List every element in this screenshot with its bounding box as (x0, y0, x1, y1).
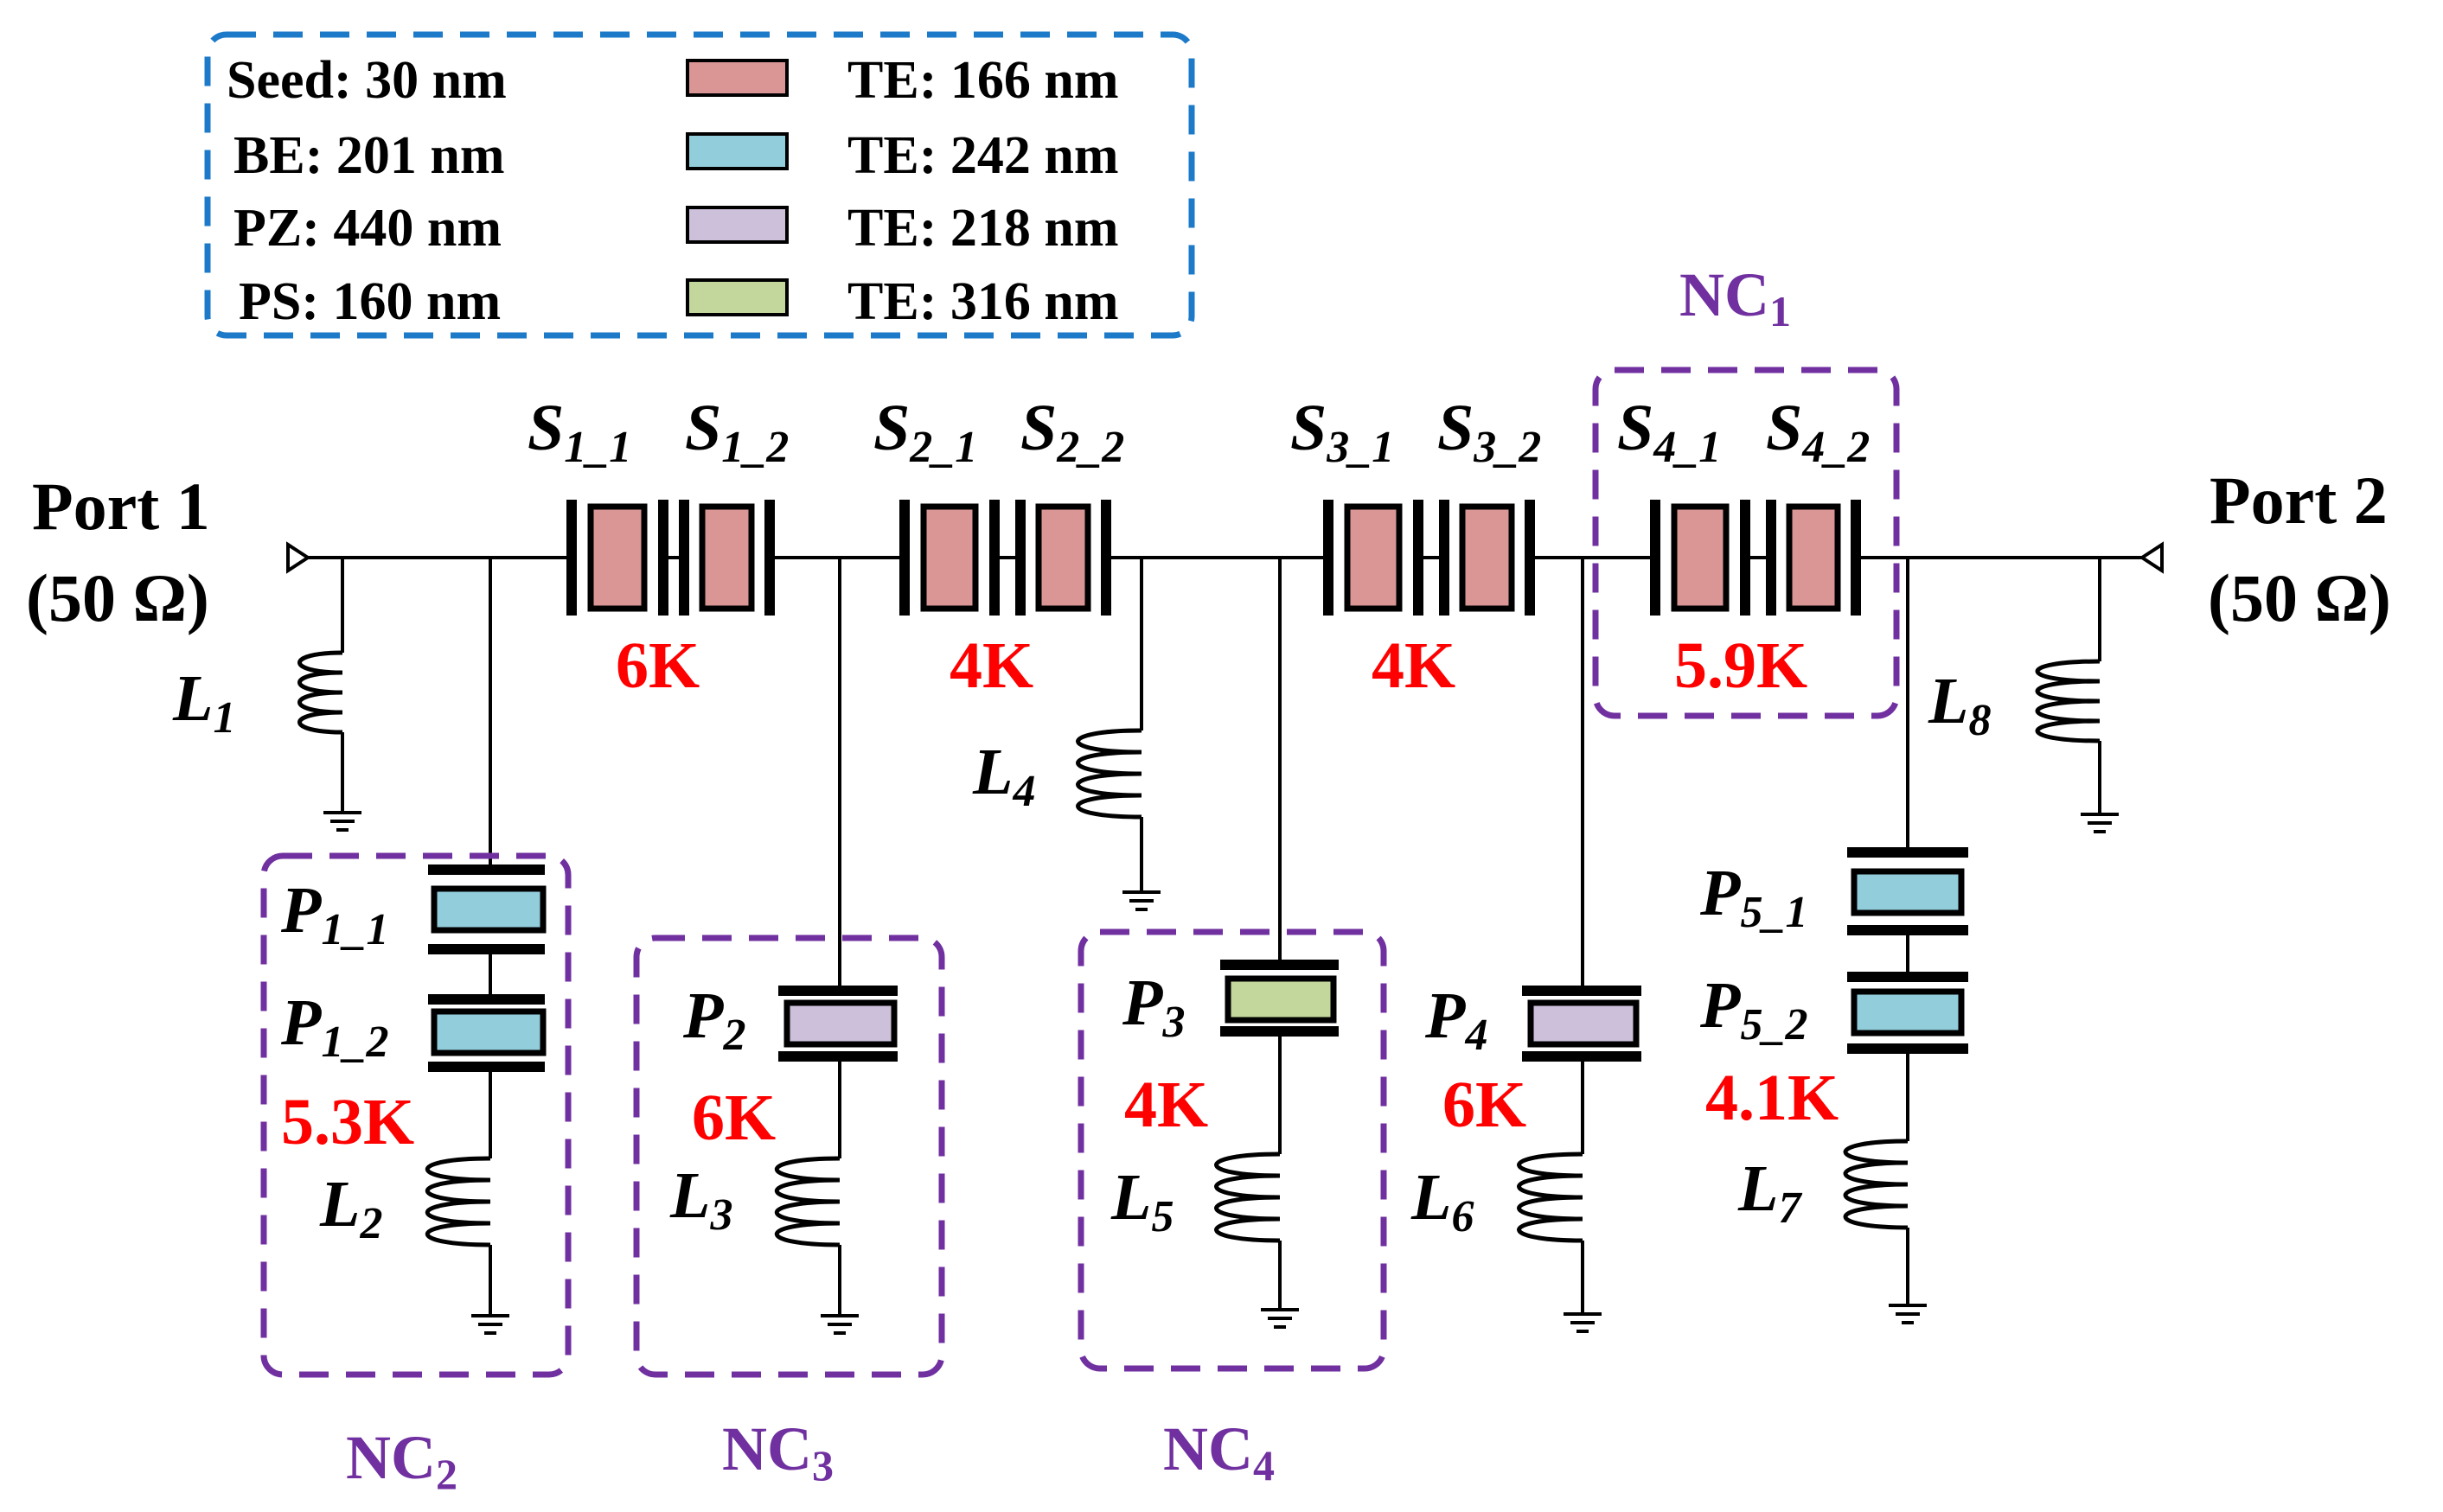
label-p3: P3 (1122, 967, 1185, 1047)
series-resonator-s1-2 (679, 500, 775, 616)
group-label-nc2: NC2 (346, 1423, 457, 1498)
label-l5: L5 (1110, 1161, 1174, 1241)
legend-border (204, 31, 1195, 339)
legend-right-0: TE: 166 nm (847, 51, 1118, 110)
legend-right-3: TE: 316 nm (847, 272, 1118, 331)
label-s4-2: S4_2 (1766, 392, 1870, 472)
port1-impedance: (50 Ω) (26, 560, 209, 635)
q-label-s2: 4K (950, 629, 1033, 702)
label-l2: L2 (319, 1168, 382, 1248)
label-l1: L1 (172, 662, 235, 743)
series-resonator-s3-1 (1323, 500, 1423, 616)
ground-icon (2081, 813, 2119, 833)
label-s1-1: S1_1 (528, 392, 631, 472)
port1-terminal-icon (286, 541, 311, 574)
port2-impedance: (50 Ω) (2208, 560, 2391, 635)
q-label-s1: 6K (616, 629, 700, 702)
q-label-s4: 5.9K (1674, 629, 1807, 702)
ground-icon (471, 1314, 509, 1335)
series-resonator-s2-2 (1015, 500, 1111, 616)
legend-left-1: BE: 201 nm (233, 126, 504, 185)
shunt-branch-l4 (1076, 558, 1161, 911)
legend-swatch-green (686, 278, 789, 316)
series-resonator-s4-1 (1650, 500, 1750, 616)
q-label-p2: 6K (692, 1081, 776, 1154)
legend-swatch-purple (686, 206, 789, 244)
port2-label: Port 2 (2210, 463, 2388, 538)
shunt-branch-l8 (2035, 558, 2119, 833)
shunt-branch-p3 (1214, 558, 1339, 1329)
label-l7: L7 (1737, 1152, 1802, 1233)
label-p5-2: P5_2 (1699, 969, 1807, 1049)
ground-icon (323, 811, 361, 832)
label-s3-1: S3_1 (1290, 392, 1394, 472)
label-l6: L6 (1410, 1161, 1474, 1241)
group-box-nc2 (260, 852, 572, 1378)
series-resonator-s1-1 (566, 500, 668, 616)
port1-label: Port 1 (32, 469, 210, 544)
shunt-branch-p5 (1843, 558, 1968, 1324)
label-p2: P2 (682, 979, 745, 1060)
label-p1-2: P1_2 (280, 986, 388, 1067)
shunt-branch-p1 (425, 558, 547, 1335)
legend-left-0: Seed: 30 nm (227, 51, 507, 110)
ground-icon (1261, 1308, 1299, 1329)
group-box-nc1 (1592, 367, 1900, 719)
group-box-nc3 (633, 935, 945, 1378)
group-label-nc4: NC4 (1163, 1414, 1275, 1490)
shunt-branch-p2 (775, 558, 898, 1335)
label-p1-1: P1_1 (280, 874, 388, 954)
q-label-p1: 5.3K (281, 1086, 414, 1158)
label-s2-1: S2_1 (873, 392, 977, 472)
q-label-p4: 6K (1442, 1069, 1526, 1141)
legend: Seed: 30 nm BE: 201 nm PZ: 440 nm PS: 16… (204, 31, 1195, 339)
legend-left-2: PZ: 440 nm (233, 199, 502, 258)
series-resonator-s2-1 (899, 500, 1000, 616)
series-resonator-s3-2 (1439, 500, 1535, 616)
label-p5-1: P5_1 (1699, 857, 1807, 937)
shunt-branch-p4 (1517, 558, 1641, 1333)
label-l3: L3 (669, 1159, 732, 1240)
legend-right-2: TE: 218 nm (847, 199, 1118, 258)
legend-swatch-blue (686, 132, 789, 170)
label-l4: L4 (972, 736, 1035, 816)
legend-left-3: PS: 160 nm (239, 272, 501, 331)
legend-right-1: TE: 242 nm (847, 126, 1118, 185)
label-p4: P4 (1424, 979, 1487, 1060)
label-l8: L8 (1928, 665, 1991, 745)
group-label-nc3: NC3 (722, 1414, 834, 1490)
label-s4-1: S4_1 (1617, 392, 1721, 472)
label-s2-2: S2_2 (1020, 392, 1124, 472)
ground-icon (1564, 1312, 1602, 1333)
q-label-p3: 4K (1124, 1069, 1208, 1141)
q-label-p5: 4.1K (1705, 1062, 1839, 1134)
label-s3-2: S3_2 (1437, 392, 1541, 472)
ground-icon (821, 1314, 859, 1335)
label-s1-2: S1_2 (685, 392, 789, 472)
group-box-nc4 (1078, 928, 1387, 1372)
q-label-s3: 4K (1372, 629, 1455, 702)
ground-icon (1889, 1304, 1927, 1324)
group-label-nc1: NC1 (1679, 260, 1791, 335)
ground-icon (1122, 890, 1161, 911)
legend-swatch-red (686, 59, 789, 97)
series-resonator-s4-2 (1766, 500, 1861, 616)
port2-terminal-icon (2139, 541, 2164, 574)
shunt-branch-l1 (297, 558, 361, 832)
